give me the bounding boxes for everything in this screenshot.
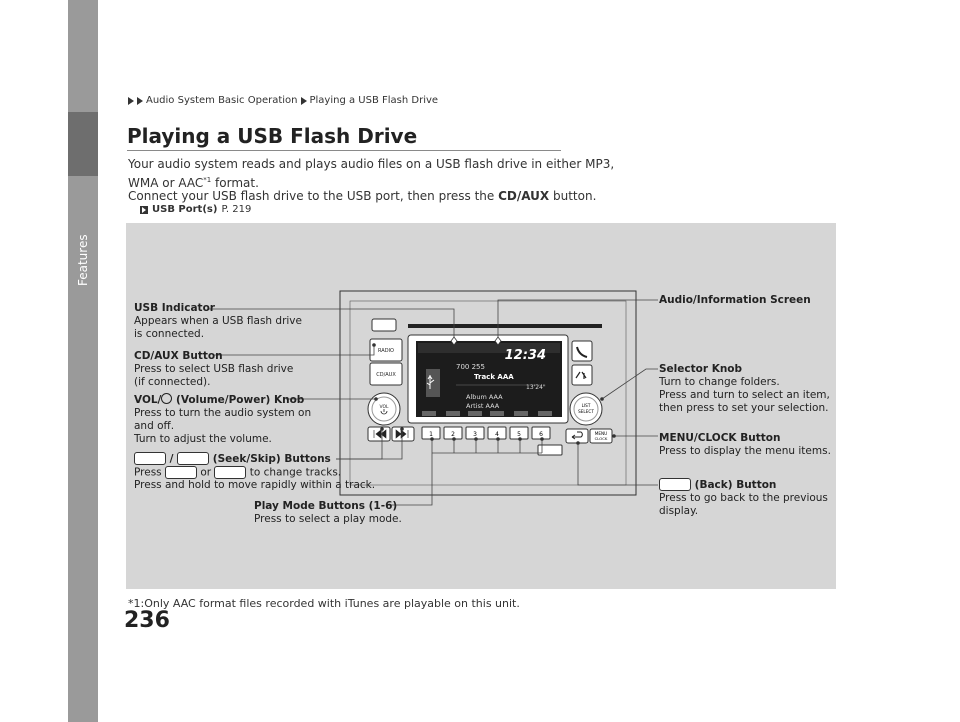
preset-buttons: 1 2 3 4 5 6 — [421, 426, 551, 440]
reference-label: USB Port(s) — [152, 204, 218, 215]
power-icon — [380, 409, 388, 415]
callout-audio-screen: Audio/Information Screen — [659, 294, 811, 306]
phone-icon — [576, 346, 588, 358]
skip-forward-icon — [177, 452, 210, 465]
body-line: Your audio system reads and plays audio … — [128, 157, 615, 171]
breadcrumb-item[interactable]: Audio System Basic Operation — [146, 95, 298, 106]
preset-label: 3 — [473, 431, 477, 438]
cd-aux-button-label: CD/AUX — [376, 372, 396, 378]
preset-label: 5 — [517, 431, 521, 438]
back-icon — [659, 478, 691, 491]
phone-button[interactable] — [571, 340, 593, 362]
eject-button[interactable] — [537, 444, 563, 456]
selector-knob[interactable] — [569, 392, 603, 426]
audio-information-screen — [416, 341, 562, 417]
screen-soft-buttons — [422, 411, 552, 416]
callout-diamond-icon — [450, 336, 502, 346]
menu-clock-button[interactable] — [589, 428, 613, 444]
radio-button[interactable] — [369, 338, 403, 362]
skip-back-icon — [373, 429, 387, 439]
back-button[interactable] — [565, 428, 589, 444]
radio-button-label: RADIO — [378, 348, 394, 354]
sidebar-label: Features — [76, 234, 90, 286]
voice-icon — [575, 371, 587, 379]
selector-knob-label-2: SELECT — [578, 409, 594, 414]
volume-knob-label: VOL — [379, 404, 389, 410]
screen-time: 13'24" — [526, 384, 546, 391]
callout-play-mode: Play Mode Buttons (1-6)Press to select a… — [254, 500, 402, 525]
breadcrumb: Audio System Basic Operation Playing a U… — [128, 95, 438, 106]
body-line: WMA or AAC*1 format. — [128, 176, 259, 190]
skip-forward-icon — [214, 465, 247, 479]
screen-artist: Artist AAA — [466, 402, 500, 410]
screen-folder-track: 700 255 — [456, 363, 485, 371]
preset-label: 1 — [429, 431, 433, 438]
breadcrumb-arrow-icon — [137, 96, 143, 105]
menu-button-label-2: CLOCK — [595, 436, 608, 441]
selector-knob-label-1: LIST — [582, 403, 591, 408]
skip-back-icon — [134, 452, 166, 465]
sidebar-strip — [68, 0, 98, 722]
audio-unit-illustration: RADIO CD/AUX 12:34 700 255 Track AAA 13'… — [208, 290, 658, 506]
cross-reference-link[interactable]: USB Port(s) P. 219 — [140, 204, 251, 215]
reference-page: P. 219 — [221, 204, 252, 215]
back-icon — [571, 431, 583, 440]
menu-button-label-1: MENU — [595, 431, 607, 436]
breadcrumb-arrow-icon — [300, 96, 307, 105]
screen-track: Track AAA — [474, 373, 514, 381]
sidebar-tab — [68, 112, 98, 176]
preset-label: 2 — [451, 431, 455, 438]
reference-arrow-icon — [140, 205, 148, 214]
callout-seek-skip: / (Seek/Skip) Buttons Press or to change… — [134, 452, 376, 491]
skip-back-icon — [164, 465, 197, 479]
screen-clock: 12:34 — [505, 348, 546, 363]
unit-faceplate — [339, 290, 637, 496]
breadcrumb-item[interactable]: Playing a USB Flash Drive — [309, 95, 439, 106]
preset-label: 6 — [539, 431, 543, 438]
audio-unit-figure: RADIO CD/AUX 12:34 700 255 Track AAA 13'… — [126, 223, 836, 589]
voice-button[interactable] — [571, 364, 593, 386]
usb-icon — [426, 375, 435, 389]
preset-label: 4 — [495, 431, 499, 438]
body-line: Connect your USB flash drive to the USB … — [128, 189, 597, 203]
callout-volume-knob: VOL/ (Volume/Power) Knob Press to turn t… — [134, 393, 312, 445]
leader-dots — [372, 343, 616, 445]
title-divider — [127, 150, 561, 151]
hazard-button[interactable] — [371, 318, 397, 332]
footnote: *1:Only AAC format files recorded with i… — [128, 597, 520, 610]
top-trim — [408, 324, 602, 328]
cd-aux-button[interactable] — [369, 362, 403, 386]
power-icon — [161, 393, 173, 404]
page-number: 236 — [124, 608, 170, 633]
footnote-marker[interactable]: *1 — [203, 176, 212, 184]
page-title: Playing a USB Flash Drive — [127, 124, 418, 148]
leader-lines — [208, 299, 658, 506]
screen-album: Album AAA — [466, 393, 503, 401]
breadcrumb-arrow-icon — [128, 96, 134, 105]
